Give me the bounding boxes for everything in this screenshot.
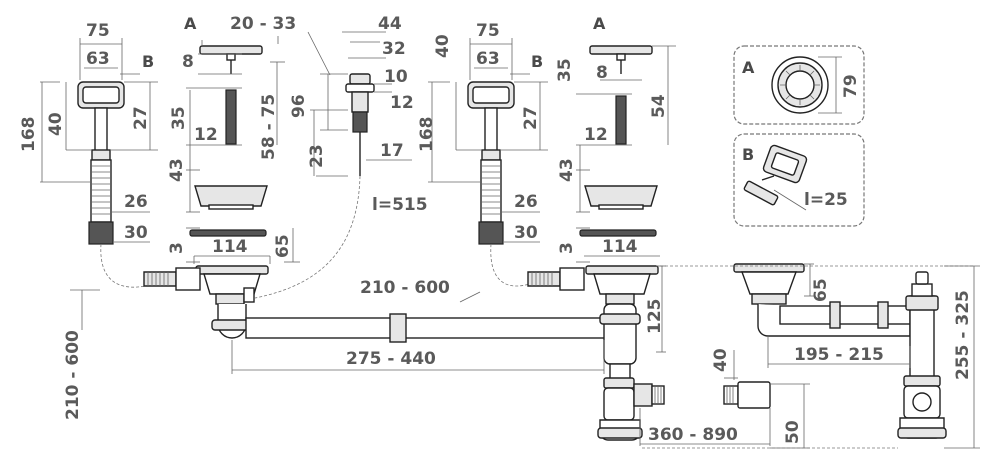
dim-44: 44 [378,14,402,34]
label-a-detail: A [742,58,755,77]
dim-168-left: 168 [19,117,39,153]
single-sink-assembly [733,263,947,439]
dim-26-left: 26 [124,192,148,212]
dim-35-right: 35 [555,58,575,82]
left-sink-outlet [143,265,269,339]
dim-168-right: 168 [417,117,437,153]
dim-3-right: 3 [557,242,577,254]
dim-27-right: 27 [521,106,541,130]
dim-27-left: 27 [131,106,151,130]
strainer-cap-a-left [199,45,263,55]
dim-125: 125 [645,299,665,335]
dim-23: 23 [307,144,327,168]
dim-210-600-horizontal: 210 - 600 [360,278,450,298]
dim-12-mid: 12 [390,93,414,113]
dim-79: 79 [841,74,861,98]
dim-30-right: 30 [514,223,538,243]
label-b-detail: B [742,145,754,164]
dim-40-bottom: 40 [711,348,731,372]
right-strainer-set [576,45,676,263]
detail-box-a [733,45,865,125]
dim-43-right: 43 [557,158,577,182]
dim-17: 17 [380,141,404,161]
strainer-basket-left [194,185,268,207]
dim-360-890: 360 - 890 [648,425,738,445]
dim-195-215: 195 - 215 [794,345,884,365]
dim-54: 54 [649,94,669,118]
dim-8-right: 8 [596,63,608,83]
dim-65-right: 65 [811,278,831,302]
shared-dimension-lines [70,263,980,449]
label-b-left: B [142,52,154,71]
left-strainer-set [186,36,300,264]
dim-32: 32 [382,39,406,59]
popup-waste-assembly [254,31,412,299]
dim-63-right: 63 [476,49,500,69]
dim-255-325: 255 - 325 [953,290,973,380]
label-l-25: l=25 [804,190,848,210]
label-a-right: A [593,14,606,33]
dim-275-440: 275 - 440 [346,349,436,369]
dim-35-left: 35 [169,106,189,130]
label-b-right: B [531,52,543,71]
dim-40-left: 40 [46,112,66,136]
dim-20-33: 20 - 33 [230,14,296,34]
dim-26-right: 26 [514,192,538,212]
dim-96: 96 [289,94,309,118]
dim-63-left: 63 [86,49,110,69]
dim-40-right-top: 40 [433,34,453,58]
right-overflow-assembly [428,38,548,287]
dim-58-75: 58 - 75 [259,94,279,160]
dim-114-left: 114 [212,237,248,257]
dim-3-left: 3 [167,242,187,254]
dim-114-right: 114 [602,237,638,257]
dim-75-left: 75 [86,21,110,41]
dim-75-right: 75 [476,21,500,41]
dim-12-left: 12 [194,125,218,145]
dim-210-600-vertical: 210 - 600 [63,330,83,420]
dim-50: 50 [783,420,803,444]
detail-box-b [733,133,865,227]
bottle-trap [597,377,771,441]
label-l-515: l=515 [372,195,428,215]
corrugated-hose-right [480,159,502,223]
corrugated-hose-left [90,159,112,223]
strainer-basket-right [584,185,658,207]
dim-12-right: 12 [584,125,608,145]
connecting-pipe [245,313,607,343]
dim-8-left: 8 [182,52,194,72]
left-overflow-assembly [40,38,158,288]
dim-43-left: 43 [167,158,187,182]
strainer-cap-a-right [589,45,653,55]
label-a-left: A [184,14,197,33]
dim-65-left: 65 [273,234,293,258]
dim-10: 10 [384,67,408,87]
dim-30-left: 30 [124,223,148,243]
